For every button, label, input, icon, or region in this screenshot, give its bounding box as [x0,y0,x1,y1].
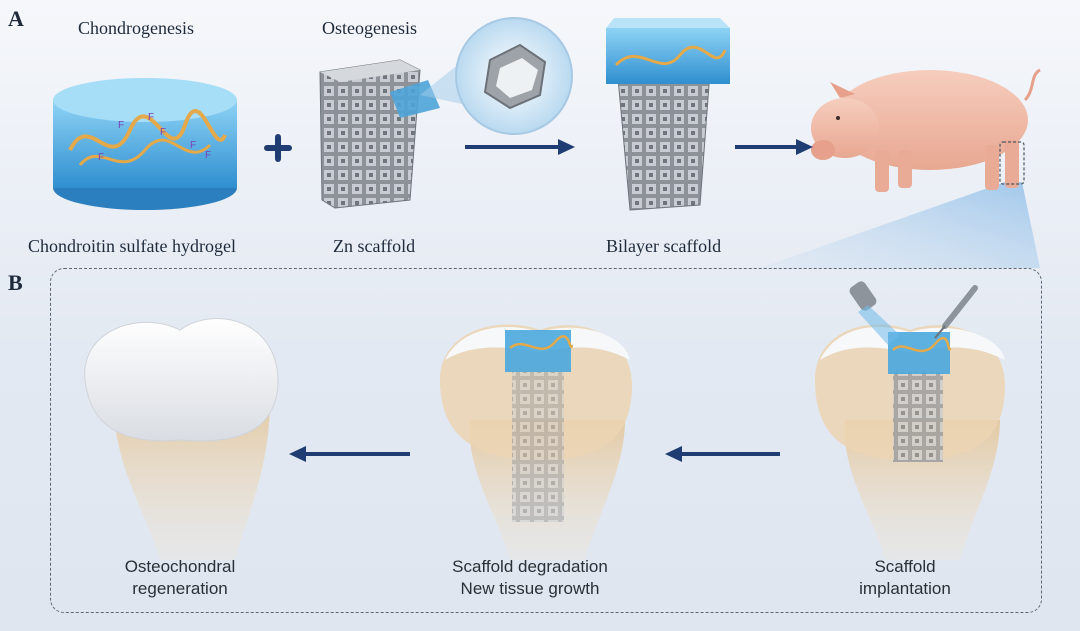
panel-b-frame [50,268,1042,613]
implantation-line1: Scaffold [874,557,936,576]
osteogenesis-label: Osteogenesis [322,18,417,38]
arrow-a1 [465,139,575,155]
chondrogenesis-label: Chondrogenesis [78,18,194,38]
svg-text:F: F [190,140,196,151]
svg-text:F: F [98,152,104,163]
panel-b-letter: B [8,270,23,295]
panel-a-letter: A [8,6,24,31]
svg-text:F: F [118,120,124,131]
implantation-label: Scaffold implantation [825,556,985,600]
zoom-beam [760,182,1040,268]
arrow-b2 [665,446,780,462]
arrow-b1 [289,446,410,462]
hydrogel-label: Chondroitin sulfate hydrogel [28,236,236,256]
bilayer-scaffold [606,18,730,211]
degradation-line1: Scaffold degradation [452,557,608,576]
hydrogel-block: FFF FFF [53,78,237,210]
degradation-line2: New tissue growth [460,579,600,598]
zn-scaffold-label: Zn scaffold [333,236,416,256]
bone-regenerated [84,318,279,560]
svg-text:F: F [205,150,211,161]
bone-implanted [815,281,1005,560]
bone-degrading [440,324,632,560]
implantation-line2: implantation [859,579,951,598]
magnified-unit-cell [420,17,573,135]
arrow-a2 [735,139,813,155]
degradation-label: Scaffold degradation New tissue growth [430,556,630,600]
pig-illustration [811,68,1041,192]
plus-sign [264,134,292,162]
zn-scaffold [319,59,440,209]
svg-text:F: F [160,127,166,138]
regeneration-label: Osteochondral regeneration [100,556,260,600]
regeneration-line1: Osteochondral [124,557,236,576]
regeneration-line2: regeneration [132,579,228,598]
svg-text:F: F [148,112,154,123]
bilayer-scaffold-label: Bilayer scaffold [606,236,722,256]
